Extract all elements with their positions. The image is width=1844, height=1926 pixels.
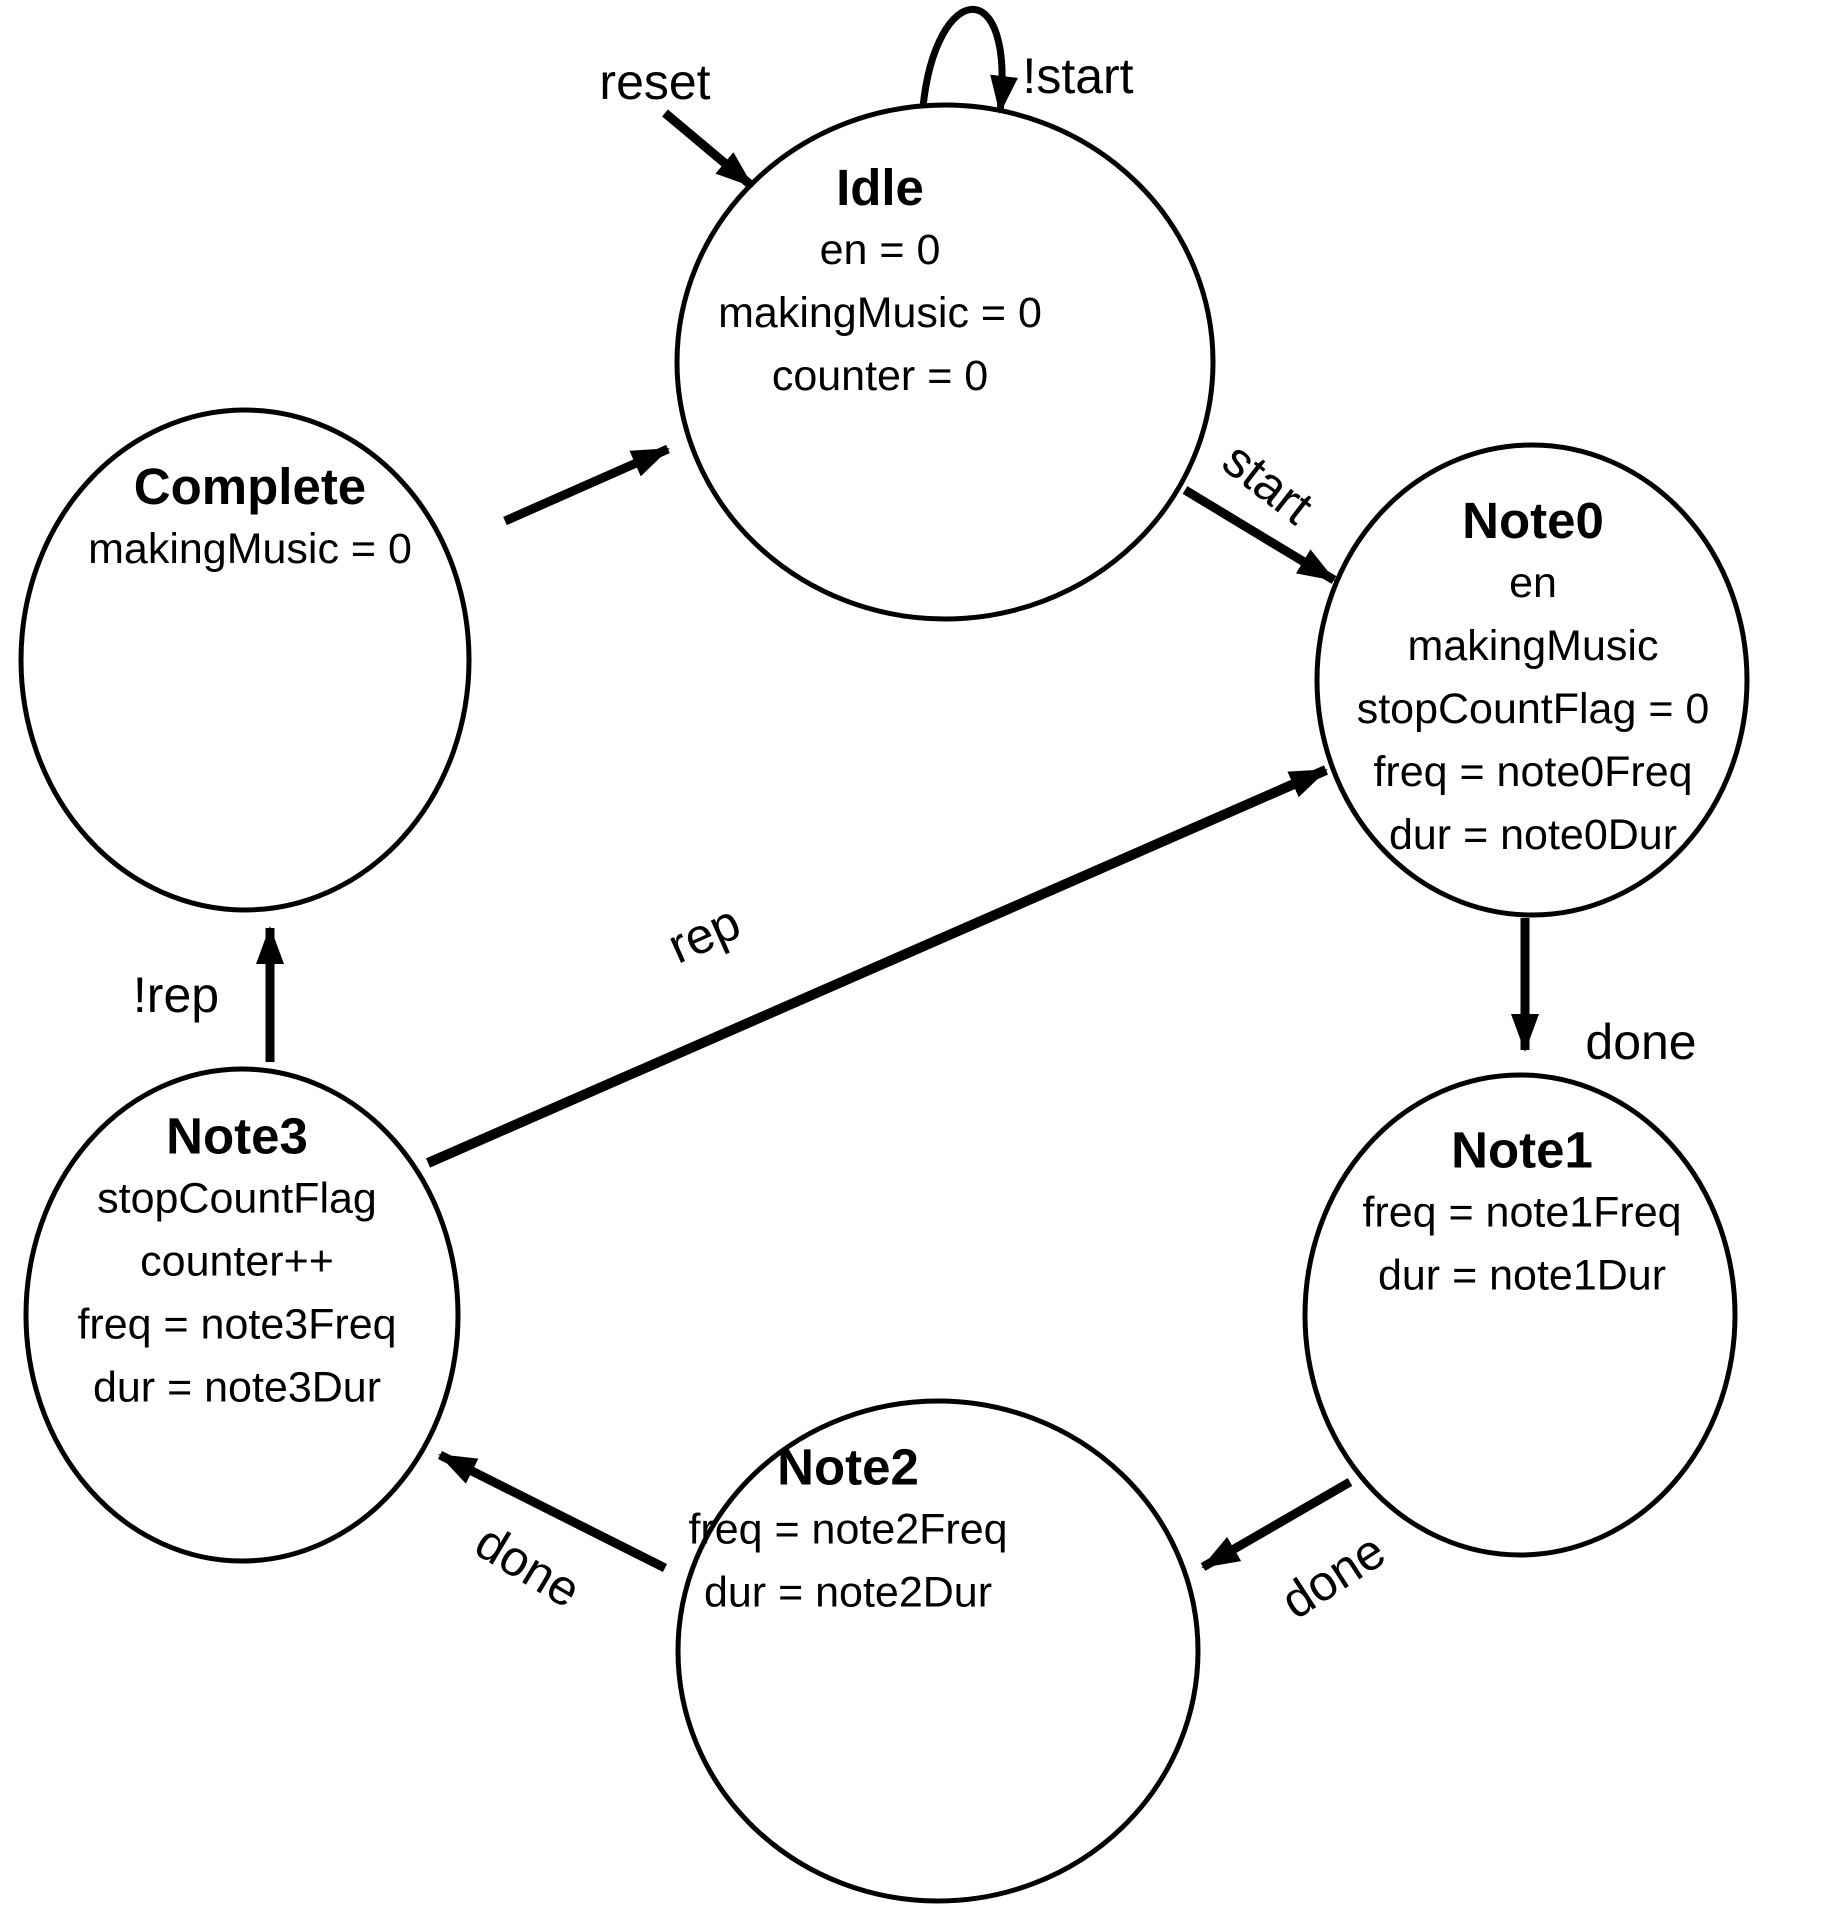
state-note2-line: freq = note2Freq: [688, 1505, 1008, 1554]
transition-label-not-start: !start: [1022, 48, 1134, 104]
state-circle-note2: [675, 1398, 1201, 1904]
state-note3-line: stopCountFlag: [97, 1174, 377, 1223]
state-idle: Idle en = 0 makingMusic = 0 counter = 0: [718, 156, 1042, 408]
state-complete: Complete makingMusic = 0: [88, 455, 412, 581]
state-circle-note0: [1314, 442, 1750, 918]
state-note0: Note0 en makingMusic stopCountFlag = 0 f…: [1357, 489, 1710, 867]
state-idle-line: en = 0: [819, 226, 941, 274]
state-note1-line: dur = note1Dur: [1377, 1251, 1667, 1300]
state-note2: Note2 freq = note2Freq dur = note2Dur: [688, 1436, 1007, 1625]
transition-arrow-complete-idle: [503, 444, 670, 526]
state-note1-line: freq = note1Freq: [1362, 1188, 1682, 1237]
state-complete-line: makingMusic = 0: [88, 525, 412, 573]
state-idle-line: makingMusic = 0: [718, 289, 1042, 337]
state-idle-line: counter = 0: [771, 352, 989, 400]
state-note3-line: freq = note3Freq: [77, 1300, 397, 1349]
state-complete-title: Complete: [133, 458, 367, 515]
transition-arrow-done-note2-note3: [437, 1450, 668, 1573]
state-circle-note1: [1302, 1072, 1738, 1558]
state-note3-line: dur = note3Dur: [92, 1363, 382, 1412]
state-note0-line: stopCountFlag = 0: [1356, 685, 1710, 733]
transition-label-done-note0-note1: done: [1585, 1014, 1697, 1070]
state-circle-complete: [18, 407, 472, 913]
state-circle-idle: [674, 102, 1216, 622]
transition-arrow-self-loop-not-start: [919, 6, 1018, 114]
state-note1-title: Note1: [1451, 1121, 1593, 1179]
state-note0-line: dur = note0Dur: [1388, 811, 1678, 859]
state-note3: Note3 stopCountFlag counter++ freq = not…: [77, 1105, 396, 1420]
state-note2-line: dur = note2Dur: [703, 1568, 993, 1617]
state-circle-note3: [23, 1066, 461, 1564]
state-note0-line: freq = note0Freq: [1373, 748, 1693, 796]
state-note2-title: Note2: [777, 1438, 919, 1496]
transition-arrow-start: [1182, 486, 1337, 584]
state-note0-line: makingMusic: [1407, 622, 1659, 670]
transition-label-not-rep: !rep: [132, 967, 220, 1023]
state-note1: Note1 freq = note1Freq dur = note1Dur: [1362, 1119, 1681, 1308]
state-note3-title: Note3: [166, 1107, 308, 1165]
transition-arrow-reset: [662, 109, 755, 190]
transition-arrow-rep: [425, 765, 1329, 1168]
state-idle-title: Idle: [836, 159, 924, 216]
transition-label-reset: reset: [599, 54, 711, 110]
state-note3-line: counter++: [140, 1237, 334, 1286]
state-note0-title: Note0: [1462, 492, 1604, 549]
state-note0-line: en: [1509, 559, 1557, 607]
transition-arrow-done-note1-note2: [1200, 1478, 1353, 1571]
